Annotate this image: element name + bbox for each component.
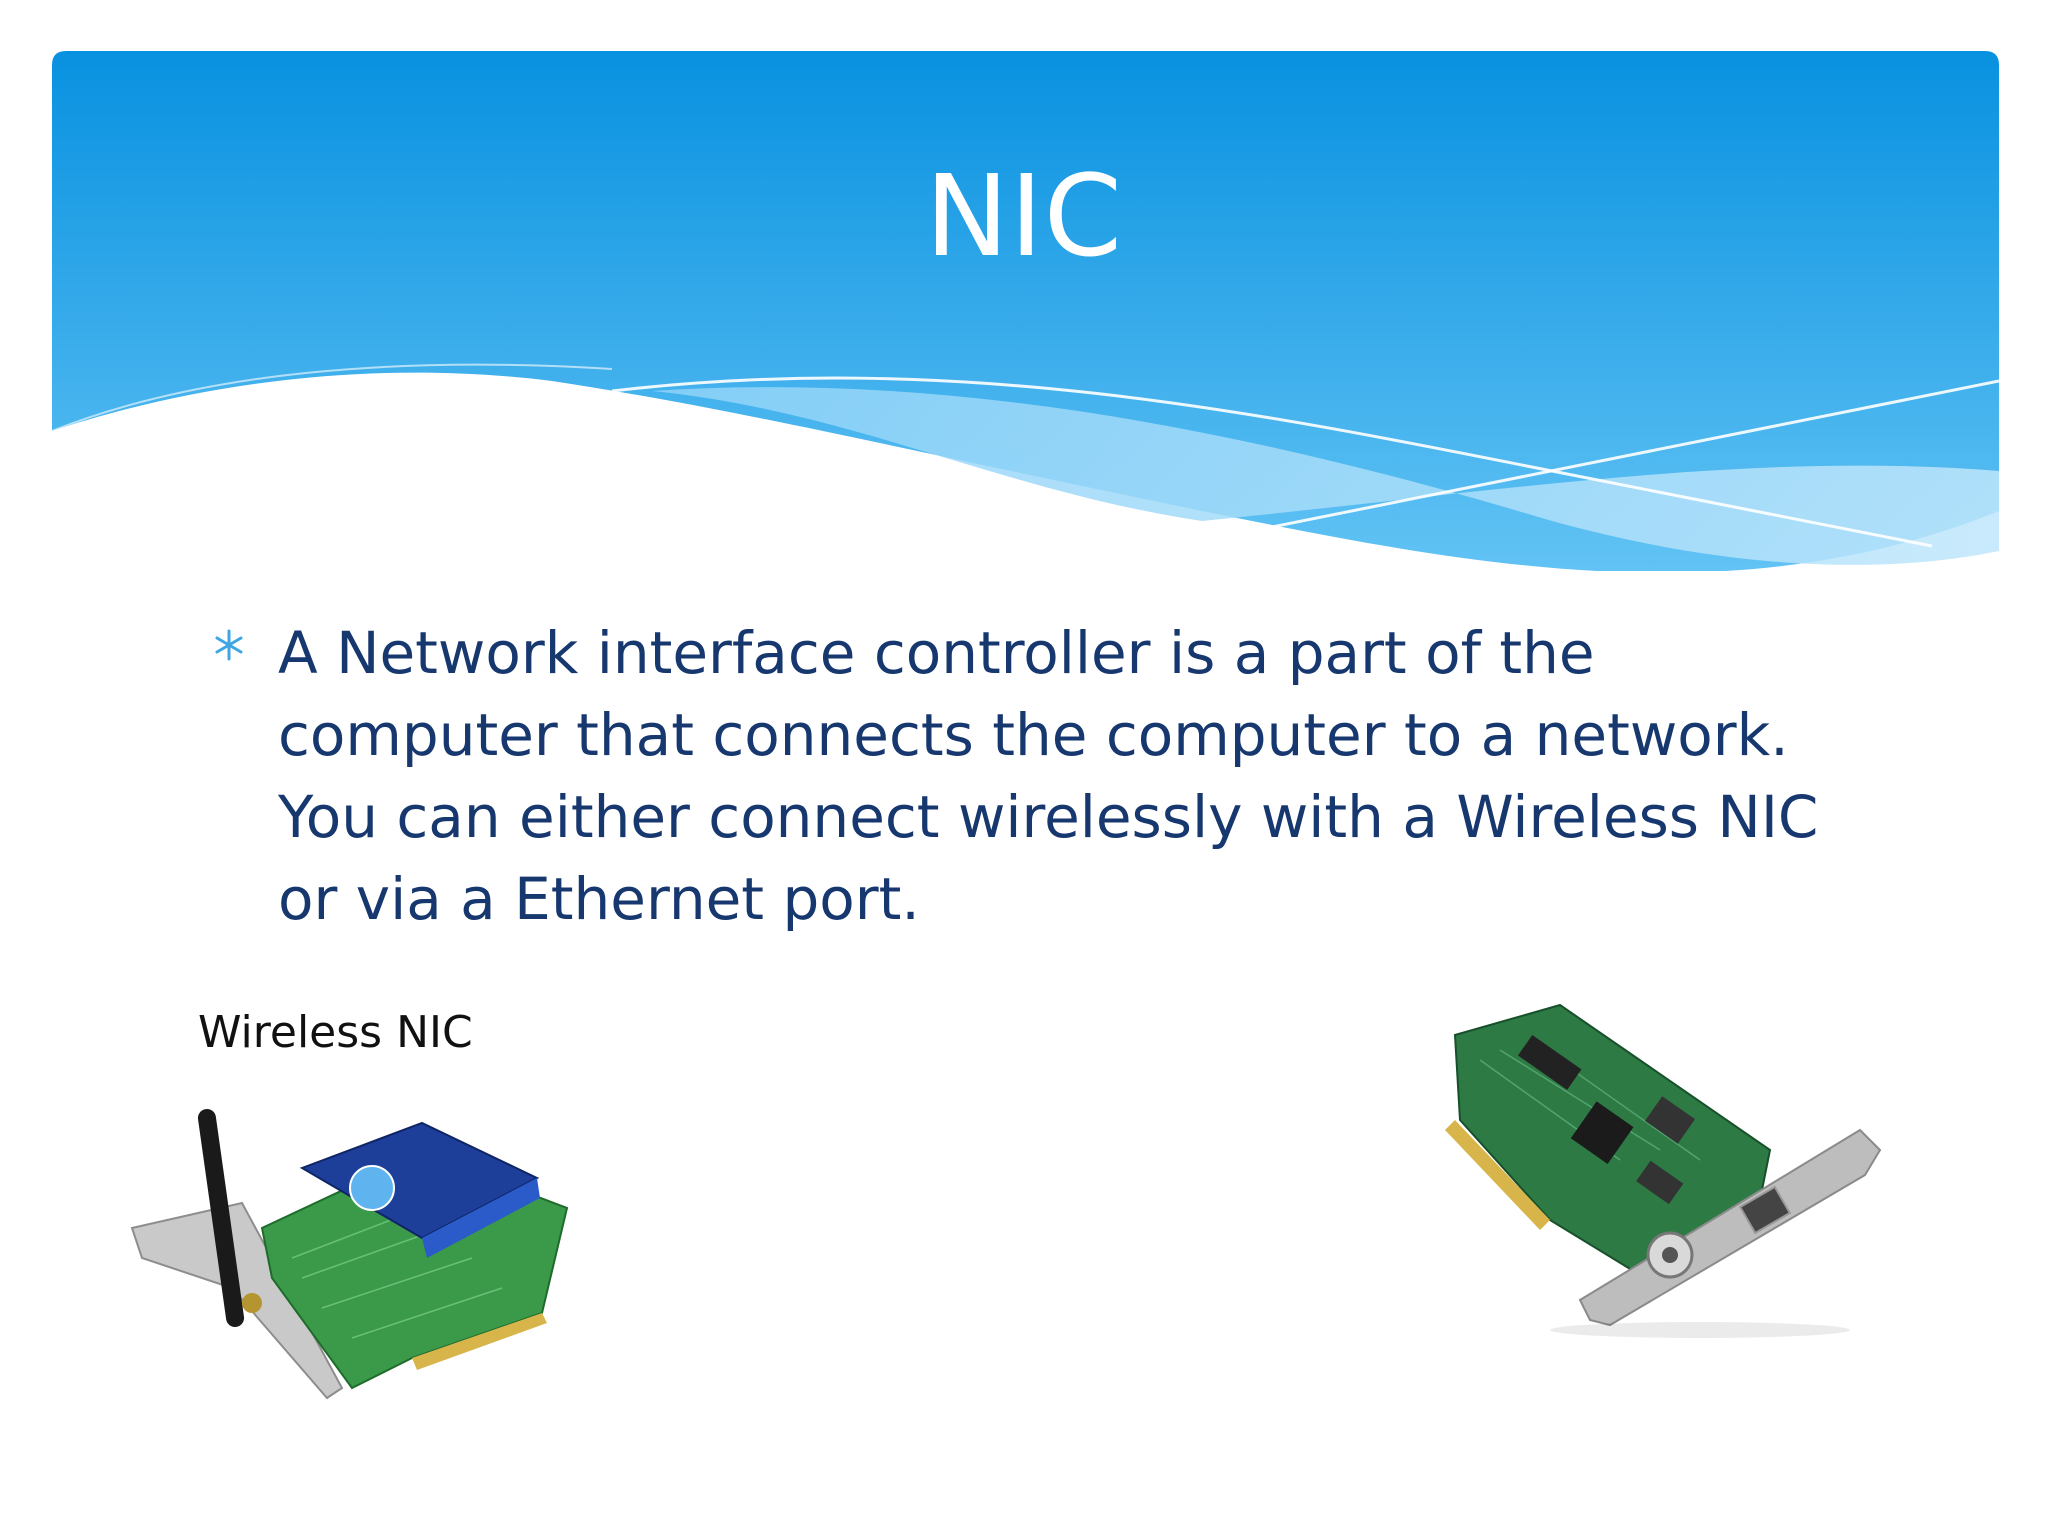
slide-title: NIC bbox=[924, 152, 1123, 282]
wireless-nic-caption: Wireless NIC bbox=[198, 1007, 473, 1058]
bullet-item-text: A Network interface controller is a part… bbox=[278, 619, 1819, 933]
asterisk-icon bbox=[215, 629, 243, 661]
header-wave-background bbox=[52, 51, 1999, 571]
wireless-nic-photo bbox=[130, 1108, 569, 1400]
ethernet-nic-photo bbox=[1445, 1003, 1882, 1338]
